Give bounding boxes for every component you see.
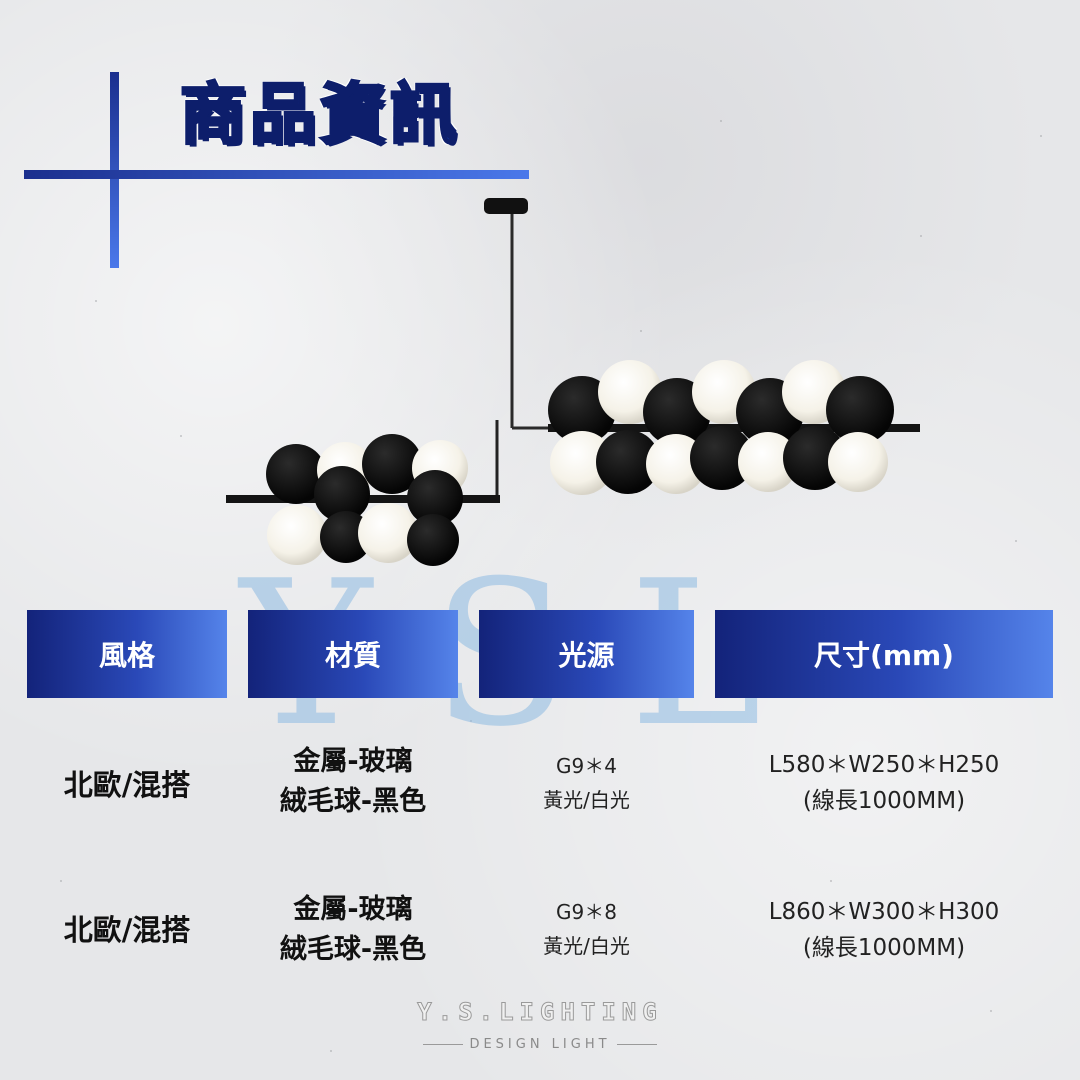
table-row-1-size: L580＊W250＊H250 (線長1000MM)	[715, 746, 1053, 820]
column-header-size: 尺寸(mm)	[715, 610, 1053, 698]
table-row-1-style: 北歐/混搭	[27, 745, 227, 820]
light-color: 黃光/白光	[543, 934, 630, 958]
brand-tagline: DESIGN LIGHT	[469, 1037, 611, 1052]
table-row-2-style: 北歐/混搭	[27, 890, 227, 965]
page-title: 商品資訊	[179, 75, 460, 155]
size-cable-length: (線長1000MM)	[802, 788, 966, 814]
material-line-2: 絨毛球-黑色	[279, 934, 427, 965]
light-spec: G9＊8	[556, 900, 617, 924]
size-cable-length: (線長1000MM)	[802, 935, 966, 961]
material-line-2: 絨毛球-黑色	[279, 786, 427, 817]
header-horizontal-bar	[24, 170, 529, 179]
product-image	[226, 198, 920, 566]
table-row-2-light-source: G9＊8 黃光/白光	[479, 894, 694, 964]
size-dimensions: L860＊W300＊H300	[768, 899, 1000, 925]
material-line-1: 金屬-玻璃	[293, 894, 413, 925]
tagline-divider-right	[616, 1044, 657, 1045]
column-header-style: 風格	[27, 610, 227, 698]
style-text: 北歐/混搭	[63, 767, 191, 802]
table-row-1-light-source: G9＊4 黃光/白光	[479, 748, 694, 818]
column-header-light-source: 光源	[479, 610, 694, 698]
table-row-1-material: 金屬-玻璃 絨毛球-黑色	[248, 740, 458, 824]
small-pendant-lamp	[226, 420, 500, 566]
brand-tagline-row: DESIGN LIGHT	[0, 1037, 1080, 1052]
material-line-1: 金屬-玻璃	[293, 746, 413, 777]
tagline-divider-left	[423, 1044, 464, 1045]
light-color: 黃光/白光	[543, 788, 630, 812]
table-row-2-material: 金屬-玻璃 絨毛球-黑色	[248, 888, 458, 972]
table-row-2-size: L860＊W300＊H300 (線長1000MM)	[715, 893, 1053, 967]
size-dimensions: L580＊W250＊H250	[768, 752, 1000, 778]
style-text: 北歐/混搭	[63, 912, 191, 947]
light-spec: G9＊4	[556, 754, 617, 778]
column-header-material: 材質	[248, 610, 458, 698]
large-pendant-lamp	[484, 198, 920, 495]
brand-name: Y.S.LIGHTING	[417, 998, 663, 1027]
